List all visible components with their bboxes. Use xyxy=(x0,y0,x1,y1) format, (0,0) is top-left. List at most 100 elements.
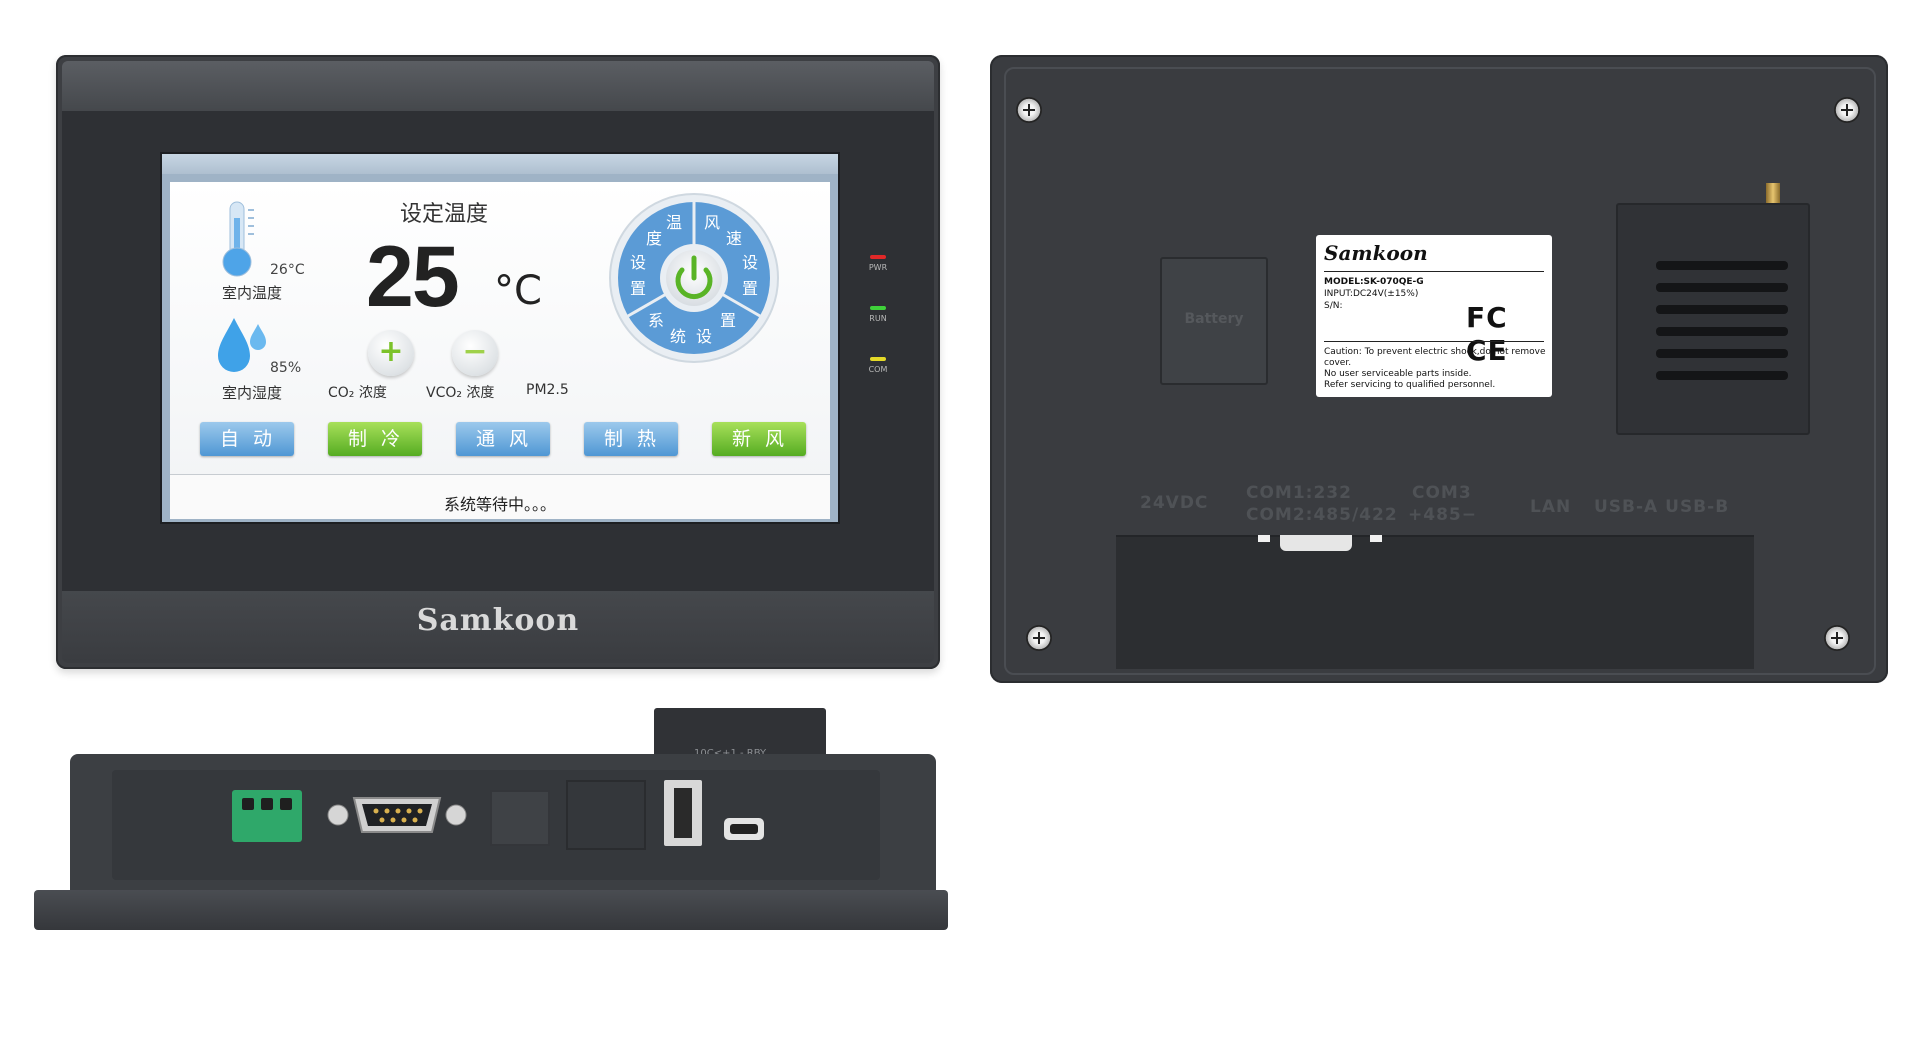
front-bezel-top xyxy=(62,61,934,111)
wheel-sys-char-1: 系 xyxy=(648,311,664,330)
mode-heating-button[interactable]: 制热 xyxy=(584,422,678,456)
touch-screen[interactable]: 26°C 室内温度 85% 室内湿度 设定温度 25 °C + − CO₂ 浓度… xyxy=(160,152,840,524)
engraved-power-label: 24VDC xyxy=(1140,493,1209,513)
back-panel: Battery Samkoon MODEL:SK-070QE-G INPUT:D… xyxy=(990,55,1888,683)
mode-auto-button[interactable]: 自动 xyxy=(200,422,294,456)
engraved-rs485-label: +485− xyxy=(1408,505,1477,525)
front-panel: Samkoon PWR RUN COM xyxy=(56,55,940,669)
screw-top-right-icon xyxy=(1834,97,1860,123)
caution-line-2: cover. xyxy=(1324,358,1352,368)
settings-wheel[interactable]: 温 度 设 置 风 速 设 置 系 统 设 置 xyxy=(608,192,780,364)
decrease-temperature-button[interactable]: − xyxy=(452,330,498,376)
sensor-co2-label: CO₂ 浓度 xyxy=(328,385,387,401)
port-pin xyxy=(1370,535,1382,542)
blank-port-cover xyxy=(566,780,646,850)
set-temperature-unit: °C xyxy=(494,268,542,314)
humidity-drop-icon xyxy=(218,318,266,372)
port-recess xyxy=(1116,535,1754,669)
usb-b-port[interactable] xyxy=(724,818,764,840)
wheel-fan-char-2: 速 xyxy=(726,229,742,248)
label-input: INPUT:DC24V(±15%) xyxy=(1324,289,1419,299)
led-pwr-light xyxy=(870,255,886,259)
label-brand: Samkoon xyxy=(1324,241,1428,265)
led-com-light xyxy=(870,357,886,361)
wheel-sys-char-4: 置 xyxy=(720,311,736,330)
battery-label: Battery xyxy=(1184,311,1244,327)
wheel-temp-char-3: 设 xyxy=(630,253,646,272)
engraved-usb-label: USB-A USB-B xyxy=(1594,497,1730,517)
status-bar: 系统等待中。。。 xyxy=(170,474,830,519)
led-run: RUN xyxy=(858,306,898,323)
indoor-temperature-value: 26°C xyxy=(270,262,305,278)
engraved-lan-label: LAN xyxy=(1530,497,1572,517)
led-pwr-label: PWR xyxy=(868,263,888,272)
front-bezel-bottom xyxy=(62,591,934,663)
indoor-humidity-value: 85% xyxy=(270,360,302,376)
side-base xyxy=(34,890,948,930)
screw-bottom-right-icon xyxy=(1824,625,1850,651)
wheel-temp-char-1: 温 xyxy=(666,213,682,232)
engraved-com2-label: COM2:485/422 xyxy=(1246,505,1398,525)
caution-line-1: Caution: To prevent electric shock,do no… xyxy=(1324,347,1546,357)
minus-icon: − xyxy=(462,334,488,369)
caution-line-3: No user serviceable parts inside. xyxy=(1324,369,1472,379)
usb-a-slot xyxy=(674,788,692,838)
screw-bottom-left-icon xyxy=(1026,625,1052,651)
sensor-pm25-label: PM2.5 xyxy=(526,382,569,398)
mode-fresh-air-button[interactable]: 新风 xyxy=(712,422,806,456)
terminal-screw-icon xyxy=(242,798,254,810)
db9-serial-port[interactable] xyxy=(326,790,468,840)
product-label-card: Samkoon MODEL:SK-070QE-G INPUT:DC24V(±15… xyxy=(1316,235,1552,397)
set-temperature-title: 设定温度 xyxy=(400,202,489,227)
side-block-label: 10C<+1 - RBY xyxy=(694,748,766,759)
led-run-light xyxy=(870,306,886,310)
terminal-screw-icon xyxy=(261,798,273,810)
usb-a-port[interactable] xyxy=(664,780,702,846)
engraved-com1-label: COM1:232 xyxy=(1246,483,1352,503)
back-panel-rim xyxy=(1004,67,1876,675)
status-text: 系统等待中。。。 xyxy=(443,495,556,514)
led-pwr: PWR xyxy=(858,255,898,272)
label-divider-bottom xyxy=(1324,341,1544,342)
db9-port-back xyxy=(1280,535,1352,551)
lan-port[interactable] xyxy=(490,790,550,846)
vent-slot xyxy=(1656,327,1788,336)
label-model: MODEL:SK-070QE-G xyxy=(1324,277,1424,287)
set-temperature-value: 25 xyxy=(366,229,460,325)
wheel-sys-char-2: 统 xyxy=(670,327,686,346)
port-pin xyxy=(1258,535,1270,542)
front-brand-logo: Samkoon xyxy=(416,603,580,638)
label-serial: S/N: xyxy=(1324,301,1343,311)
certification-marks: FC CE xyxy=(1466,301,1508,367)
wheel-fan-char-1: 风 xyxy=(704,213,720,232)
battery-cover[interactable]: Battery xyxy=(1160,257,1268,385)
wheel-fan-char-3: 设 xyxy=(742,253,758,272)
vent-slot xyxy=(1656,283,1788,292)
vent-slot xyxy=(1656,349,1788,358)
engraved-com3-label: COM3 xyxy=(1412,483,1472,503)
io-module-box xyxy=(1616,203,1810,435)
mode-cooling-button[interactable]: 制冷 xyxy=(328,422,422,456)
screen-glare-bar xyxy=(162,154,838,174)
caution-line-4: Refer servicing to qualified personnel. xyxy=(1324,380,1496,390)
power-terminal-block[interactable] xyxy=(232,790,302,842)
indoor-humidity-label: 室内湿度 xyxy=(222,384,283,402)
wheel-temp-char-2: 度 xyxy=(646,229,662,248)
indoor-temperature-label: 室内温度 xyxy=(222,284,283,302)
mode-ventilation-button[interactable]: 通风 xyxy=(456,422,550,456)
wheel-sys-char-3: 设 xyxy=(696,327,712,346)
wheel-temp-char-4: 置 xyxy=(630,279,646,298)
screw-top-left-icon xyxy=(1016,97,1042,123)
thermometer-icon xyxy=(222,201,254,277)
led-com: COM xyxy=(858,357,898,374)
terminal-screw-icon xyxy=(280,798,292,810)
label-divider-top xyxy=(1324,271,1544,272)
increase-temperature-button[interactable]: + xyxy=(368,330,414,376)
screen-content: 26°C 室内温度 85% 室内湿度 设定温度 25 °C + − CO₂ 浓度… xyxy=(170,182,830,519)
vent-slot xyxy=(1656,371,1788,380)
vent-slot xyxy=(1656,305,1788,314)
antenna-connector xyxy=(1766,183,1780,207)
plus-icon: + xyxy=(378,334,404,369)
vent-slot xyxy=(1656,261,1788,270)
usb-b-slot xyxy=(730,824,758,834)
